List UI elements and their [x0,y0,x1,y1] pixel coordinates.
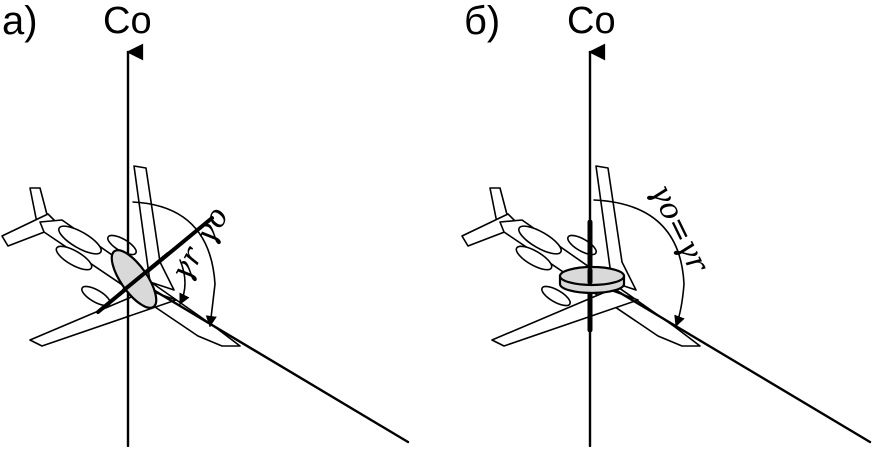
panel-b-arc [593,199,685,328]
panel-b-flight-path [610,286,872,444]
panel-a-arc-outer [132,201,217,328]
panel-a-engine-2 [55,245,93,271]
panel-a-upper-wing [133,165,175,291]
panel-b-upper-wing [595,165,637,291]
panel-b-engine-1 [518,225,562,255]
panel-a-disk-axis-front [122,252,170,292]
panel-b: б) Co γo=γr [461,0,872,448]
panel-b-axis-label: Co [567,0,616,42]
panel-b-engine-2 [515,245,553,271]
panel-a-axis-label: Co [103,0,152,42]
panel-a-engine-1 [58,225,102,255]
panel-a-angle-inner: γr [164,240,211,286]
panel-b-label: б) [464,0,500,43]
panel-a-arc-inner [179,259,190,306]
panel-a-label: а) [2,0,38,43]
panel-b-engine-4 [541,285,571,307]
panel-a-flight-path [148,286,410,444]
panel-a-angle-outer: γo [188,202,236,250]
panel-a: а) Co γo [1,0,410,448]
panel-b-angle: γo=γr [643,178,716,279]
